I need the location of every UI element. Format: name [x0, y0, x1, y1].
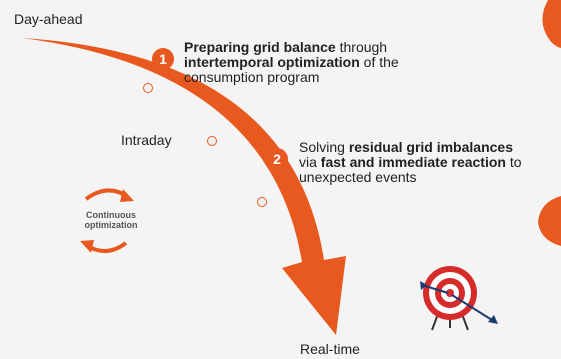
- edge-circle-bottom: [538, 196, 561, 246]
- step-2-pre-1: Solving: [299, 139, 349, 155]
- step-1-text: Preparing grid balance through intertemp…: [184, 40, 399, 85]
- real-time-label: Real-time: [300, 341, 360, 357]
- milestone-dot-1: [143, 83, 153, 93]
- timeline-arrow-icon: [22, 38, 346, 335]
- step-1-line-1: Preparing grid balance through: [184, 40, 399, 55]
- cycle-arrowhead-top: [120, 189, 134, 202]
- step-2-text: Solving residual grid imbalances via fas…: [299, 140, 522, 185]
- cycle-arrowhead-bottom: [80, 240, 94, 253]
- step-1-bold-1: Preparing grid balance: [184, 39, 336, 55]
- target-icon: [420, 266, 498, 331]
- step-2-bold-2: fast and immediate reaction: [320, 154, 506, 170]
- milestone-dot-2: [207, 136, 217, 146]
- continuous-optimization-label: Continuous optimization: [74, 210, 148, 230]
- milestone-dot-3: [257, 197, 267, 207]
- step-2-badge: 2: [266, 148, 288, 170]
- day-ahead-label: Day-ahead: [14, 11, 83, 27]
- step-2-line-1: Solving residual grid imbalances: [299, 140, 522, 155]
- intraday-label: Intraday: [121, 132, 172, 148]
- step-1-rest-2: of the: [359, 54, 399, 70]
- step-1-bold-2: intertemporal optimization: [184, 54, 360, 70]
- cycle-line-1: Continuous: [86, 210, 136, 220]
- step-2-bold-1: residual grid imbalances: [348, 139, 513, 155]
- edge-circle-top: [542, 0, 561, 48]
- step-1-line-2: intertemporal optimization of the: [184, 55, 399, 70]
- step-2-rest-2: to: [505, 154, 522, 170]
- step-1-line-3: consumption program: [184, 69, 320, 85]
- step-2-pre-2: via: [299, 154, 321, 170]
- step-2-line-2: via fast and immediate reaction to: [299, 155, 522, 170]
- step-1-badge: 1: [152, 48, 174, 70]
- step-2-line-3: unexpected events: [299, 169, 417, 185]
- step-1-rest-1: through: [335, 39, 388, 55]
- cycle-line-2: optimization: [84, 220, 138, 230]
